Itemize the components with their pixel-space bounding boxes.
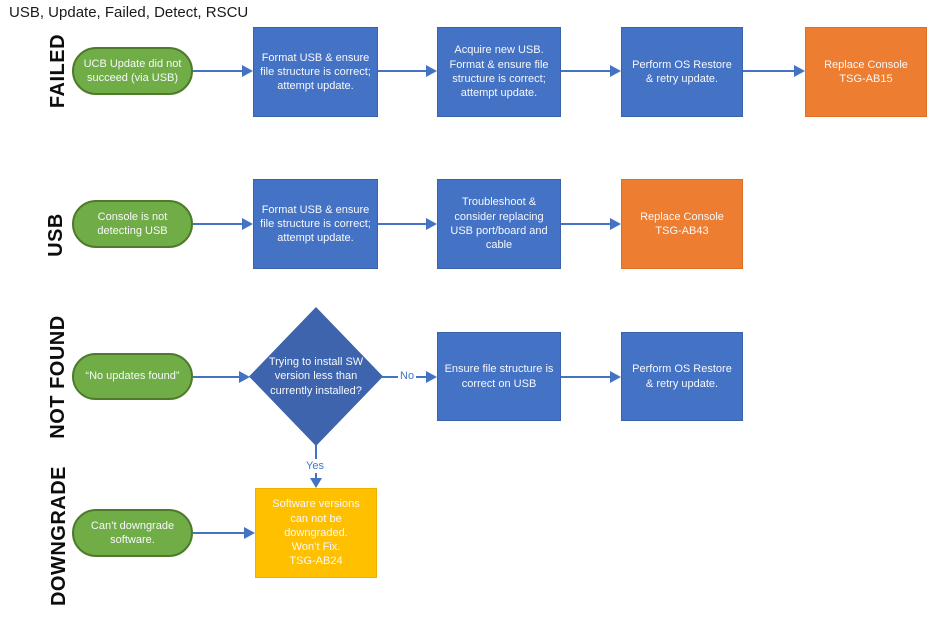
connector-arrowhead <box>239 371 250 383</box>
connector-line <box>193 376 239 378</box>
start-node-cant-downgrade: Can’t downgrade software. <box>72 509 193 557</box>
connector-arrowhead <box>242 218 253 230</box>
connector-arrowhead <box>426 65 437 77</box>
row-label-downgrade: DOWNGRADE <box>48 465 70 607</box>
process-node-acquire-usb: Acquire new USB. Format & ensure file st… <box>437 27 561 117</box>
process-node-os-restore-2: Perform OS Restore & retry update. <box>621 332 743 421</box>
wontfix-node-tsg-ab24: Software versions can not be downgraded.… <box>255 488 377 578</box>
connector-arrowhead <box>610 371 621 383</box>
edge-label-no: No <box>398 369 417 383</box>
connector-line <box>561 376 610 378</box>
connector-line <box>378 70 426 72</box>
connector-arrowhead <box>242 65 253 77</box>
process-node-ensure-structure: Ensure file structure is correct on USB <box>437 332 561 421</box>
connector-arrowhead <box>426 371 437 383</box>
edge-label-yes: Yes <box>304 459 326 473</box>
connector-line <box>561 70 610 72</box>
connector-line <box>743 70 794 72</box>
process-node-format-usb-2: Format USB & ensure file structure is co… <box>253 179 378 269</box>
decision-node-text: Trying to install SW version less than c… <box>268 356 364 397</box>
process-node-troubleshoot-port: Troubleshoot & consider replacing USB po… <box>437 179 561 269</box>
row-label-not-found: NOT FOUND <box>47 315 69 439</box>
start-node-failed: UCB Update did not succeed (via USB) <box>72 47 193 95</box>
connector-arrowhead <box>610 218 621 230</box>
connector-line <box>378 223 426 225</box>
connector-arrowhead <box>794 65 805 77</box>
process-node-format-usb-1: Format USB & ensure file structure is co… <box>253 27 378 117</box>
connector-line <box>193 70 242 72</box>
connector-line <box>561 223 610 225</box>
connector-arrowhead <box>244 527 255 539</box>
process-node-os-restore-1: Perform OS Restore & retry update. <box>621 27 743 117</box>
connector-arrowhead <box>610 65 621 77</box>
connector-arrowhead <box>310 478 322 488</box>
start-node-no-updates: “No updates found” <box>72 353 193 400</box>
page-title: USB, Update, Failed, Detect, RSCU <box>9 4 249 21</box>
decision-node-downgrade-check: Trying to install SW version less than c… <box>249 307 383 446</box>
connector-arrowhead <box>426 218 437 230</box>
start-node-usb: Console is not detecting USB <box>72 200 193 248</box>
connector-line <box>193 223 242 225</box>
connector-line <box>193 532 244 534</box>
row-label-failed: FAILED <box>47 33 69 109</box>
terminal-node-replace-console-ab15: Replace Console TSG-AB15 <box>805 27 927 117</box>
terminal-node-replace-console-ab43: Replace Console TSG-AB43 <box>621 179 743 269</box>
